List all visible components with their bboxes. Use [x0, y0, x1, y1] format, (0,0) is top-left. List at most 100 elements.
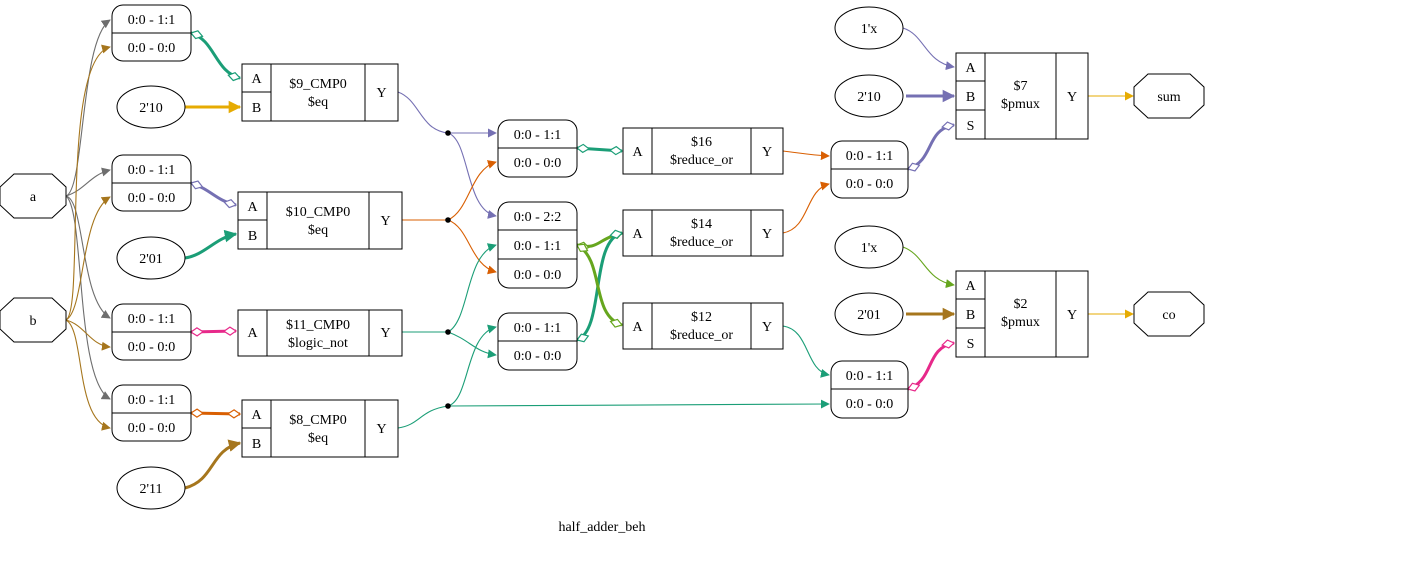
cell-pmux2-type: $pmux: [1001, 315, 1040, 330]
const-c6-label: 1'x: [861, 241, 878, 256]
cell-pmux2-in-s: S: [967, 337, 975, 352]
split-s1-row-1: 0:0 - 1:1: [128, 13, 175, 28]
port-a: a: [0, 173, 67, 219]
const-c7-label: 2'01: [857, 308, 881, 323]
cell-red12-in-a: A: [632, 320, 643, 335]
port-sum: sum: [1133, 73, 1205, 119]
cell-red12: A $12 $reduce_or Y: [622, 302, 784, 350]
cell-red12-name: $12: [691, 310, 712, 325]
const-c3: 2'11: [116, 466, 186, 510]
const-c6: 1'x: [834, 225, 904, 269]
cell-red14: A $14 $reduce_or Y: [622, 209, 784, 257]
wires: [65, 19, 1134, 490]
cell-cmp11-name: $11_CMP0: [286, 318, 350, 333]
cell-red16-name: $16: [691, 135, 712, 150]
bus-j1-red16: [577, 148, 622, 151]
cell-cmp9-type: $eq: [308, 95, 328, 110]
wire-cmp11-j2: [402, 243, 497, 333]
port-b: b: [0, 297, 67, 343]
const-c4-label: 1'x: [861, 22, 878, 37]
const-c5-label: 2'10: [857, 90, 881, 105]
cell-red12-type: $reduce_or: [670, 328, 733, 343]
port-co-label: co: [1162, 308, 1175, 323]
cell-cmp11-in-a: A: [247, 326, 258, 341]
cell-cmp11-out: Y: [380, 326, 390, 341]
join-j4: 0:0 - 1:1 0:0 - 0:0: [830, 140, 909, 199]
wire-cmp10-j1: [402, 160, 497, 221]
cell-red14-name: $14: [691, 217, 712, 232]
join-j5: 0:0 - 1:1 0:0 - 0:0: [830, 360, 909, 419]
const-c2: 2'01: [116, 236, 186, 280]
cell-cmp10-type: $eq: [308, 223, 328, 238]
cell-pmux2-name: $2: [1014, 297, 1028, 312]
join-j4-row-2: 0:0 - 0:0: [846, 177, 893, 192]
const-c1-label: 2'10: [139, 101, 163, 116]
join-j2-row-2: 0:0 - 1:1: [514, 239, 561, 254]
cell-cmp9-name: $9_CMP0: [289, 77, 347, 92]
join-j2-row-3: 0:0 - 0:0: [514, 268, 561, 283]
join-j3: 0:0 - 1:1 0:0 - 0:0: [497, 312, 578, 371]
join-j2-row-1: 0:0 - 2:2: [514, 210, 561, 225]
cell-cmp8-out: Y: [376, 422, 386, 437]
bus-s1-cmp9: [191, 33, 240, 78]
wire-cmp8-j3: [397, 324, 497, 429]
cell-red12-out: Y: [762, 320, 772, 335]
cell-cmp9-in-a: A: [251, 72, 262, 87]
const-c5: 2'10: [834, 74, 904, 118]
bus-s3-cmp11: [191, 331, 236, 332]
cell-pmux7: A B S $7 $pmux Y: [955, 52, 1089, 140]
split-s2: 0:0 - 1:1 0:0 - 0:0: [111, 154, 192, 212]
cell-pmux2: A B S $2 $pmux Y: [955, 270, 1089, 358]
junction-dot-2: [445, 217, 451, 223]
cell-red16: A $16 $reduce_or Y: [622, 127, 784, 175]
join-j3-row-2: 0:0 - 0:0: [514, 349, 561, 364]
wire-a-s1: [65, 19, 111, 197]
split-s1: 0:0 - 1:1 0:0 - 0:0: [111, 4, 192, 62]
join-j1: 0:0 - 1:1 0:0 - 0:0: [497, 119, 578, 178]
split-s1-row-2: 0:0 - 0:0: [128, 41, 175, 56]
wire-cmp9-j2: [447, 132, 497, 219]
port-sum-label: sum: [1157, 90, 1180, 105]
cell-cmp11-type: $logic_not: [288, 336, 348, 351]
cell-cmp8-in-b: B: [252, 437, 261, 452]
wire-red12-j5: [782, 325, 830, 378]
cell-cmp10-in-a: A: [247, 200, 258, 215]
wire-red14-j4: [782, 181, 830, 234]
split-s2-row-2: 0:0 - 0:0: [128, 191, 175, 206]
wire-c4-pmux7: [902, 27, 955, 71]
cell-cmp10-name: $10_CMP0: [286, 205, 351, 220]
wire-b-s2: [65, 196, 111, 321]
bus-j2-red12: [577, 243, 622, 325]
cell-red16-out: Y: [762, 145, 772, 160]
cell-pmux7-type: $pmux: [1001, 97, 1040, 112]
diagram-title: half_adder_beh: [558, 520, 645, 535]
cell-cmp10-in-b: B: [248, 229, 257, 244]
split-s3-row-1: 0:0 - 1:1: [128, 312, 175, 327]
junction-dot-1: [445, 130, 451, 136]
cell-cmp9-in-b: B: [252, 101, 261, 116]
cell-pmux7-out: Y: [1067, 90, 1077, 105]
join-j3-row-1: 0:0 - 1:1: [514, 321, 561, 336]
wire-red16-j4: [782, 150, 830, 161]
cell-pmux7-in-b: B: [966, 90, 975, 105]
const-c3-label: 2'11: [139, 482, 162, 497]
bus-c3-cmp8: [184, 439, 242, 490]
port-a-label: a: [30, 190, 37, 205]
cell-red14-in-a: A: [632, 227, 643, 242]
join-j4-row-1: 0:0 - 1:1: [846, 149, 893, 164]
join-j5-row-1: 0:0 - 1:1: [846, 369, 893, 384]
split-s3-row-2: 0:0 - 0:0: [128, 340, 175, 355]
wire-b-s3: [65, 319, 111, 351]
port-b-label: b: [30, 314, 37, 329]
cell-cmp8-in-a: A: [251, 408, 262, 423]
cell-red16-type: $reduce_or: [670, 153, 733, 168]
join-j1-row-1: 0:0 - 1:1: [514, 128, 561, 143]
split-s3: 0:0 - 1:1 0:0 - 0:0: [111, 303, 192, 361]
cell-pmux7-in-s: S: [967, 119, 975, 134]
bus-s2-cmp10: [191, 183, 236, 205]
wire-cmp8-j5: [447, 399, 830, 409]
bus-j4-pmux7: [908, 125, 954, 169]
wire-a-s4: [65, 195, 111, 400]
join-j1-row-2: 0:0 - 0:0: [514, 156, 561, 171]
